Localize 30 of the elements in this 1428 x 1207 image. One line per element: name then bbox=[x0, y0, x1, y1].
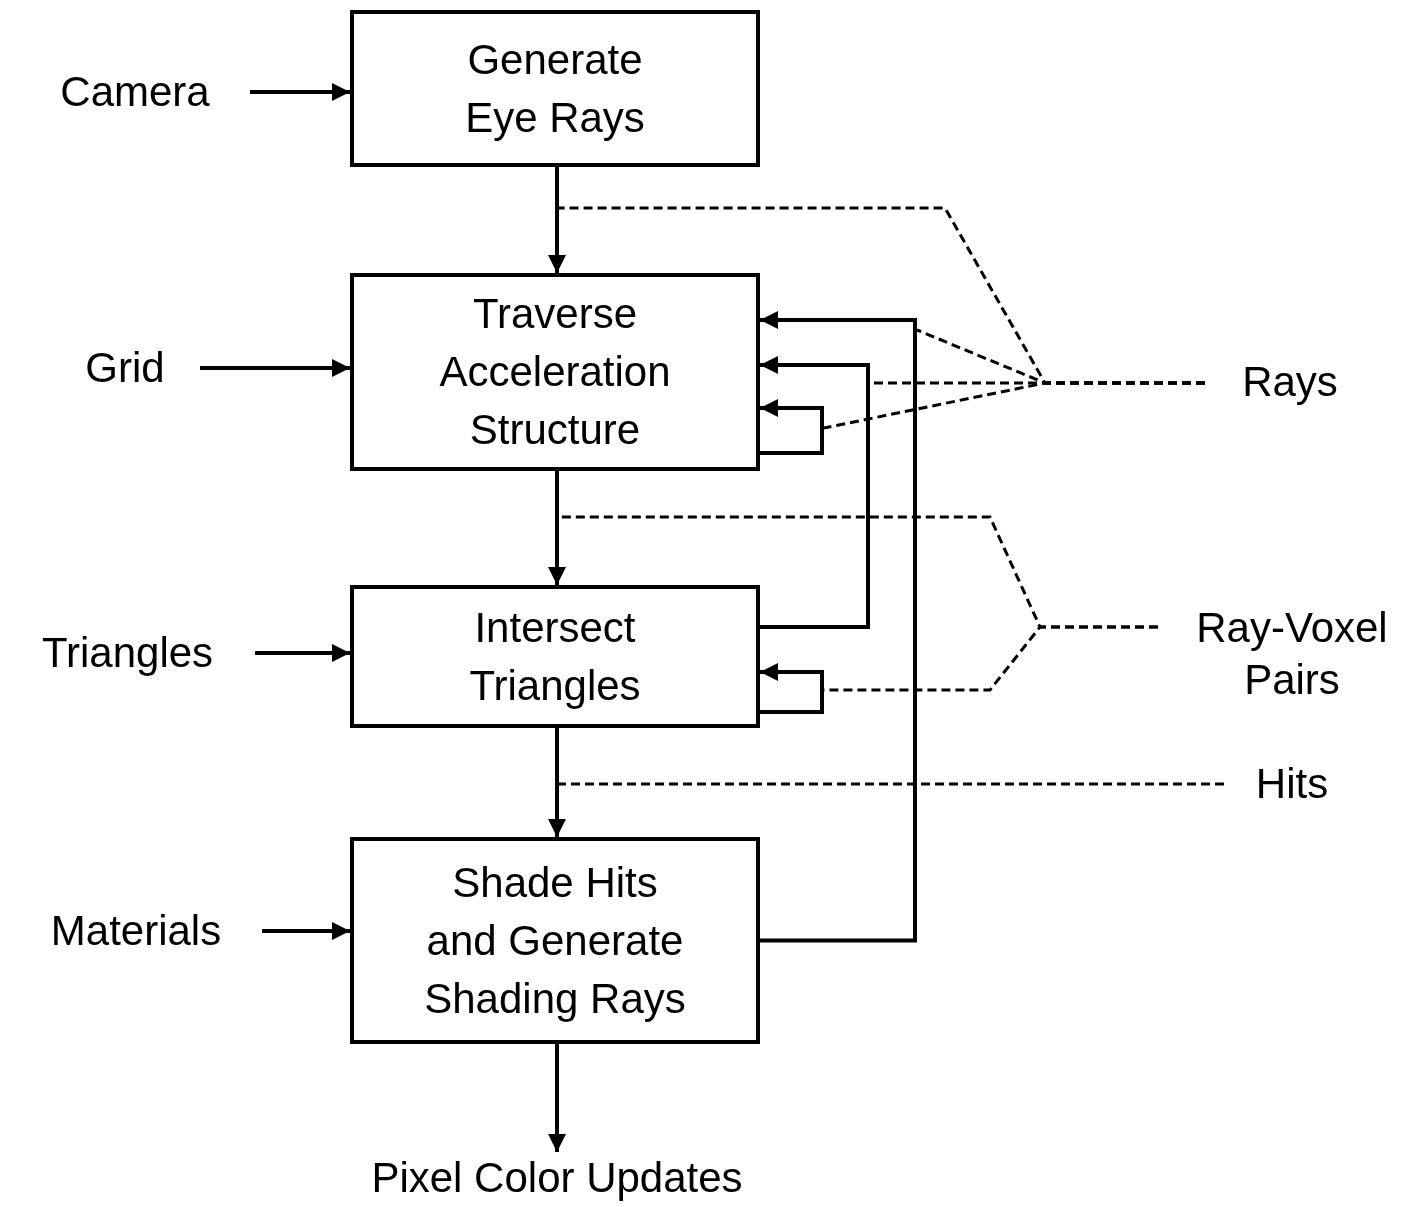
process-box bbox=[350, 10, 760, 167]
flow-label: Materials bbox=[20, 905, 252, 957]
flow-label: Camera bbox=[30, 66, 240, 118]
flow-label: Ray-Voxel Pairs bbox=[1162, 598, 1422, 710]
arrow bbox=[760, 663, 824, 714]
flow-label: Grid bbox=[60, 342, 190, 394]
arrow bbox=[250, 83, 350, 101]
arrow bbox=[548, 728, 566, 837]
leader-line bbox=[557, 782, 1224, 786]
arrow bbox=[760, 311, 917, 943]
arrow bbox=[548, 1044, 566, 1152]
arrow bbox=[200, 359, 350, 377]
process-label: Generate Eye Rays bbox=[464, 34, 646, 143]
process-label: Shade Hits and Generate Shading Rays bbox=[423, 857, 687, 1024]
process-label: Traverse Acceleration Structure bbox=[438, 289, 672, 455]
arrow bbox=[262, 922, 350, 940]
arrow bbox=[548, 471, 566, 585]
leader-line bbox=[823, 381, 1205, 430]
process-label: Intersect Triangles bbox=[468, 602, 642, 711]
flow-label: Rays bbox=[1215, 356, 1365, 408]
process-box bbox=[350, 837, 760, 1044]
flow-label: Hits bbox=[1232, 758, 1352, 810]
flow-label: Pixel Color Updates bbox=[297, 1152, 817, 1204]
arrow bbox=[760, 356, 870, 629]
arrow bbox=[548, 167, 566, 273]
process-box bbox=[350, 273, 760, 471]
arrow bbox=[255, 644, 350, 662]
process-box bbox=[350, 585, 760, 728]
flow-label: Triangles bbox=[10, 627, 245, 679]
arrow bbox=[760, 399, 824, 455]
